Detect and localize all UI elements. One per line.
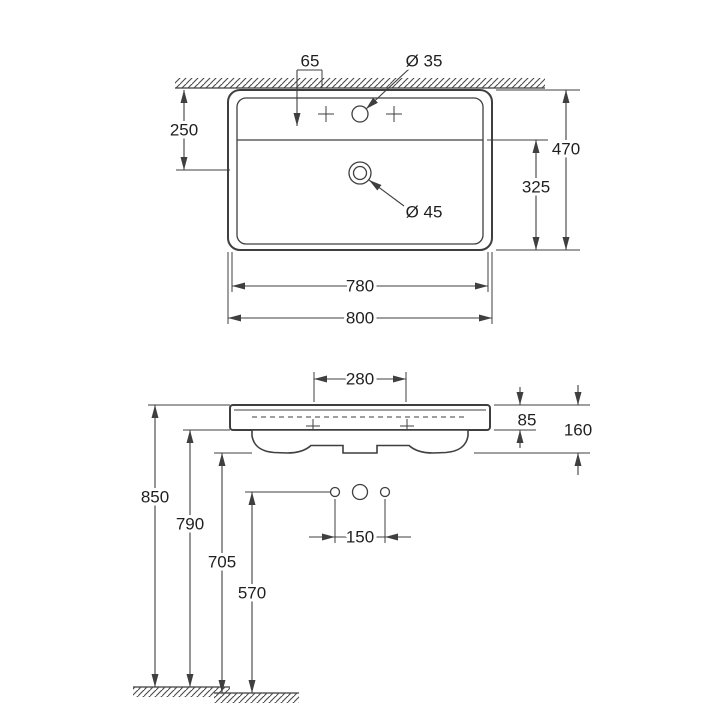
dim-heights: 850 790 705 570 [138,405,269,693]
dim-bowl-width-label: 780 [346,277,374,296]
tap-hole-cross-right [386,106,402,122]
dim-edge-height-label: 160 [564,421,592,440]
dim-overall-depth-label: 470 [552,140,580,159]
dim-drain-diameter: Ø 45 [368,179,445,225]
fixing-holes [329,483,391,501]
tap-hole-circle [351,105,369,123]
dim-rear-to-drain-label: 250 [170,121,198,140]
dim-bowl-depth-label: 325 [522,178,550,197]
dim-rear-to-drain: 250 [167,90,230,171]
dim-tap-hole-diameter: Ø 35 [365,49,445,110]
dim-tap-hole-offset-label: 65 [301,52,320,71]
basin-outline-top [227,89,493,251]
dim-tap-platform-width-label: 280 [346,370,374,389]
dim-tap-hole-offset: 65 [293,49,323,126]
dim-fixing-hole-spacing-label: 150 [346,528,374,547]
dim-rim-height-label: 85 [518,411,537,430]
top-view: 65 Ø 35 250 470 325 Ø 45 [167,49,583,331]
dim-tap-hole-diameter-label: Ø 35 [406,52,443,71]
dim-drain-diameter-label: Ø 45 [406,203,443,222]
dim-fixing-hole-spacing: 150 [309,499,411,550]
dim-overall-height-label: 850 [141,488,169,507]
dim-overall-width-label: 800 [346,309,374,328]
dim-overall-depth: 470 325 [487,89,583,251]
apron-profile [251,429,469,454]
front-view: 280 85 160 150 [133,367,595,703]
wall-hatch [175,78,545,89]
dim-apron-height-label: 705 [208,553,236,572]
floor-hatch-left [133,686,230,697]
basin-inner-rim [236,97,484,245]
dim-underside-height-label: 790 [176,515,204,534]
dim-tap-platform-width: 280 [313,367,407,402]
dim-right-heights: 85 160 [474,385,595,475]
dim-fixing-height-label: 570 [238,584,266,603]
tap-hole-cross-left [318,106,334,122]
drain-outlet [348,161,372,185]
dim-widths: 780 800 [227,252,493,331]
floor-hatch-right [214,692,299,703]
